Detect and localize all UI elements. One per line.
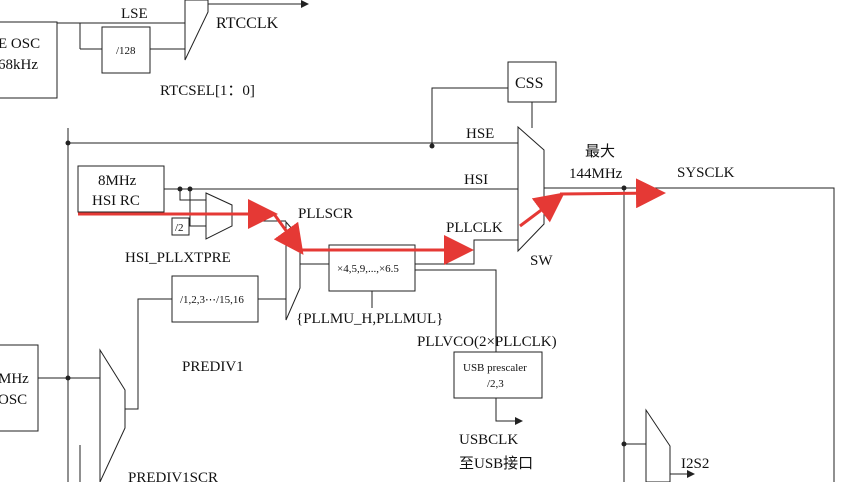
hse-osc-label-1: MHz	[0, 371, 29, 387]
lse-osc-box	[0, 21, 58, 99]
sw-mux	[517, 125, 545, 253]
pll-mul-label: ×4,5,9,...,×6.5	[337, 263, 399, 275]
red-arrow-pllscr	[272, 213, 304, 255]
lse-osc-label-1: E OSC	[0, 36, 40, 52]
i2s2-mux	[645, 408, 671, 482]
pllclk-line	[415, 239, 518, 265]
hsi-pllxtpre-label: HSI_PLLXTPRE	[125, 250, 231, 266]
red-arrow-sw	[519, 192, 565, 228]
pllscr-mux	[285, 220, 301, 321]
usb-port-label: 至USB接口	[459, 455, 533, 472]
pllmul-label: {PLLMU_H,PLLMUL}	[296, 311, 443, 327]
usb-prescaler-label-1: USB prescaler	[463, 362, 527, 374]
sysclk-label: SYSCLK	[677, 165, 735, 181]
max-label-1: 最大	[585, 143, 615, 160]
hse-osc-label-2: OSC	[0, 392, 27, 408]
hsi-rc-label-2: HSI RC	[92, 193, 140, 209]
pll-mul-box	[328, 244, 416, 292]
rtcclk-label: RTCCLK	[216, 15, 279, 32]
pllclk-label: PLLCLK	[446, 220, 503, 236]
i2s2-label: I2S2	[681, 456, 709, 472]
max-label-2: 144MHz	[569, 166, 623, 182]
css-label: CSS	[515, 75, 543, 92]
rtcsel-mux	[184, 0, 209, 61]
pllvco-label: PLLVCO(2×PLLCLK)	[417, 334, 557, 350]
pllscr-label: PLLSCR	[298, 206, 353, 222]
prediv1-box-label: /1,2,3⋯/15,16	[180, 294, 244, 306]
hse-osc-box	[0, 344, 39, 432]
prediv1-box	[171, 275, 259, 323]
lse-osc-label-2: 68kHz	[0, 57, 38, 73]
rtcsel-label: RTCSEL[1：0]	[160, 83, 255, 99]
hsi-label: HSI	[464, 172, 488, 188]
lse-label: LSE	[121, 6, 148, 22]
sw-label: SW	[530, 253, 553, 269]
usb-prescaler-box	[453, 351, 543, 399]
hsi-rc-label-1: 8MHz	[98, 173, 137, 189]
prediv1-label: PREDIV1	[182, 359, 244, 375]
div2-label: /2	[175, 222, 184, 234]
hse-label: HSE	[466, 126, 494, 142]
usb-prescaler-label-2: /2,3	[487, 378, 504, 390]
prediv1scr-mux	[99, 348, 126, 482]
hsi-pllxtpre-mux	[205, 192, 233, 240]
hsi-rc-box	[77, 165, 165, 213]
usbclk-label: USBCLK	[459, 432, 518, 448]
div128-label: /128	[116, 45, 136, 57]
sysclk-line	[544, 187, 835, 482]
div128-box	[101, 26, 151, 74]
prediv1scr-label: PREDIV1SCR	[128, 470, 218, 482]
usbclk-line	[495, 398, 523, 425]
red-arrow-sysclk	[559, 178, 666, 209]
